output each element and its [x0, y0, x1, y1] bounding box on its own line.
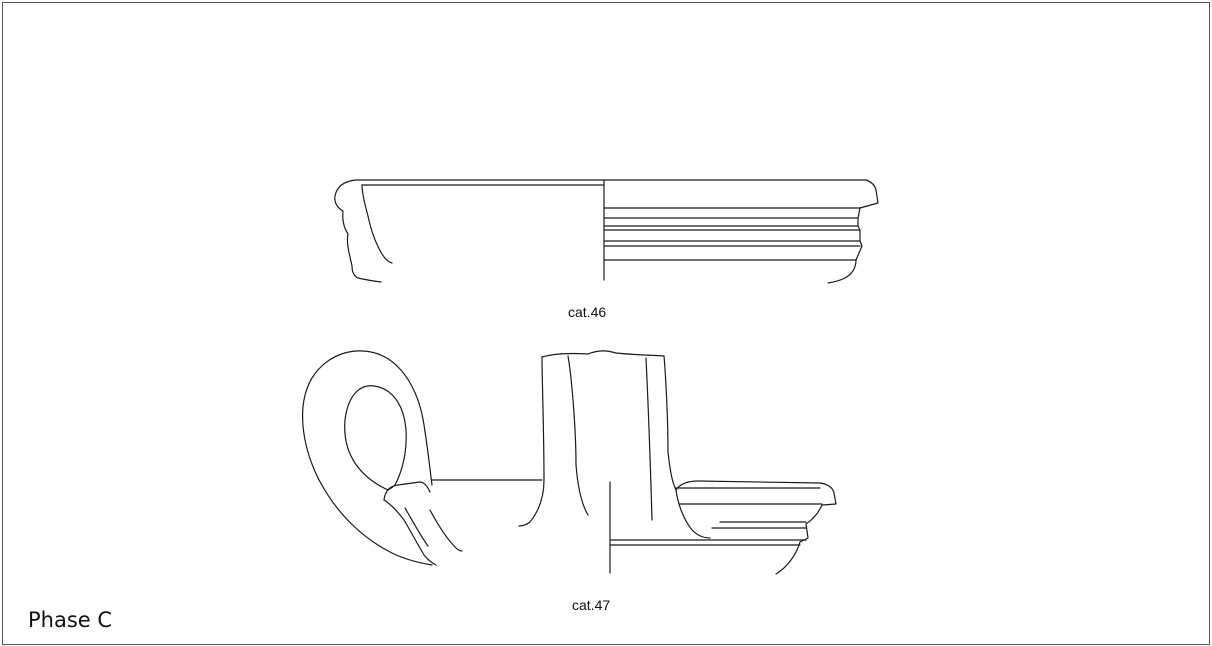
- cat47-label: cat.47: [572, 597, 611, 613]
- phase-label: Phase C: [28, 608, 113, 632]
- cat47-handle: [302, 350, 437, 566]
- cat47-neck-section: [429, 350, 677, 574]
- cat46-exterior-view: [603, 179, 879, 284]
- cat46-label: cat.46: [568, 304, 607, 320]
- cat46-section: [334, 179, 605, 283]
- cat47-rim-view: [609, 480, 837, 575]
